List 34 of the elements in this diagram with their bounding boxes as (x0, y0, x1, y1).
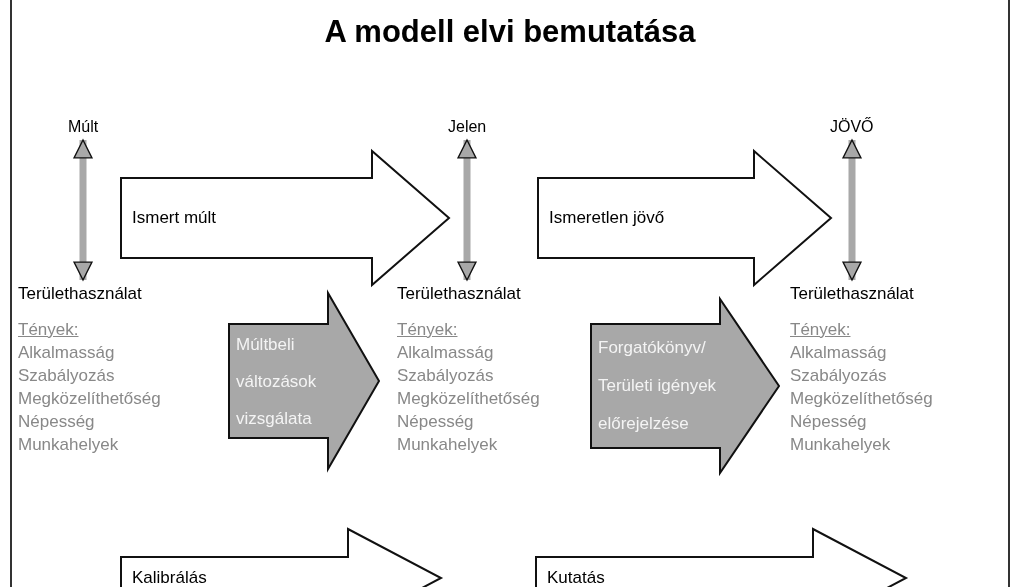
arrow-label: Múltbeli változások vizsgálata (236, 333, 318, 430)
double-arrow (73, 139, 93, 281)
list-heading: Tények: (18, 319, 80, 341)
list-item: Népesség (18, 411, 96, 433)
double-arrow (457, 139, 477, 281)
list-item: Népesség (397, 411, 475, 433)
list-item: Alkalmasság (18, 342, 116, 364)
list-item: Munkahelyek (18, 434, 120, 456)
list-item: Megközelíthetőség (397, 388, 540, 410)
list-item: Alkalmasság (790, 342, 888, 364)
list-heading: Tények: (790, 319, 852, 341)
title: A modell elvi bemutatása (323, 14, 697, 50)
column-heading: Területhasználat (18, 284, 143, 304)
list-item: Népesség (790, 411, 868, 433)
list-item: Munkahelyek (790, 434, 892, 456)
arrow-label: Ismeretlen jövő (549, 208, 665, 228)
time-label: JÖVŐ (830, 118, 874, 136)
list-item: Szabályozás (397, 365, 495, 387)
arrow-label: Ismert múlt (132, 208, 217, 228)
list-heading: Tények: (397, 319, 459, 341)
list-item: Szabályozás (790, 365, 888, 387)
time-label: Jelen (448, 118, 487, 136)
time-label: Múlt (68, 118, 99, 136)
arrow-label: Kutatás (547, 568, 605, 587)
list-item: Alkalmasság (397, 342, 495, 364)
list-item: Megközelíthetőség (790, 388, 933, 410)
arrow-label: Kalibrálás (132, 568, 207, 587)
list-item: Megközelíthetőség (18, 388, 161, 410)
list-item: Szabályozás (18, 365, 116, 387)
arrow-label: Forgatókönyv/ Területi igények előrejelzése (598, 337, 718, 435)
double-arrow (842, 139, 862, 281)
column-heading: Területhasználat (397, 284, 522, 304)
column-heading: Területhasználat (790, 284, 915, 304)
list-item: Munkahelyek (397, 434, 499, 456)
